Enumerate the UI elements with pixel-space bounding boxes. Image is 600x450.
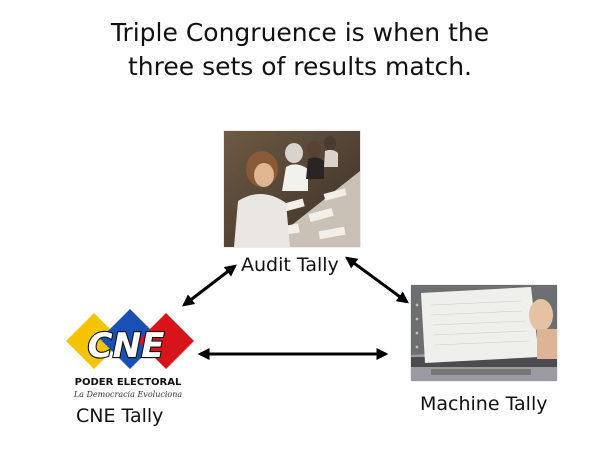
audit-photo <box>224 131 360 247</box>
cne-logo-org: PODER ELECTORAL <box>75 377 182 388</box>
cne-tally-label: CNE Tally <box>76 405 164 427</box>
receipt-printer-photo <box>411 285 557 381</box>
cne-logo-tagline: La Democracia Evoluciona <box>73 390 182 399</box>
arrow-audit-machine <box>345 256 409 304</box>
machine-tally-label: Machine Tally <box>420 393 548 415</box>
arrow-audit-cne <box>182 264 237 307</box>
audit-tally-label: Audit Tally <box>241 254 339 276</box>
slide-title: Triple Congruence is when the three sets… <box>0 16 600 84</box>
cne-logo: CNE PODER ELECTORAL La Democracia Evoluc… <box>58 305 198 403</box>
title-line-1: Triple Congruence is when the <box>110 18 490 47</box>
title-line-2: three sets of results match. <box>127 52 473 81</box>
cne-logo-mark: CNE <box>88 326 165 366</box>
